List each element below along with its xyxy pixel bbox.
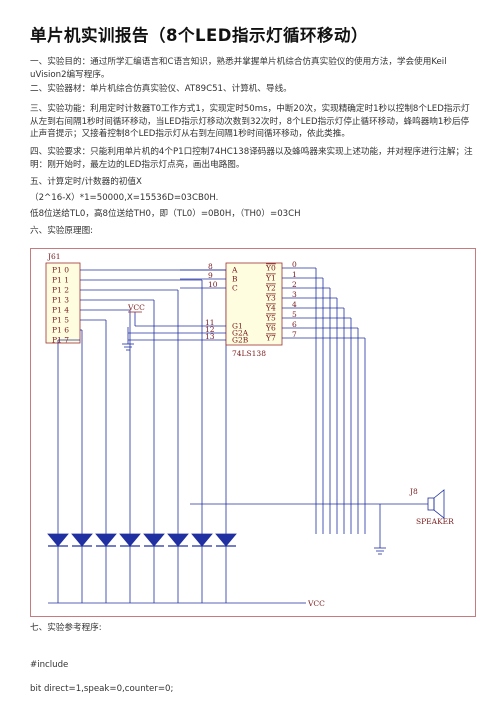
led-diode-icon [119, 533, 141, 603]
ic-output-pin-number: 5 [292, 310, 297, 319]
led-diode-icon [215, 533, 237, 603]
ic-output-label: Y5 [265, 314, 276, 323]
led-diode-icon [143, 533, 165, 603]
ic-output-pin-number: 0 [292, 260, 297, 269]
ic-output-label: Y1 [265, 274, 276, 283]
ic-enable-pin-number: 11 [205, 318, 215, 327]
ic-output-label: Y3 [265, 294, 276, 303]
ic-output-label: Y6 [265, 324, 276, 333]
ic-74ls138 [225, 262, 283, 346]
ic-output-label: Y0 [265, 264, 276, 273]
ic-enable-pin-number: 12 [205, 325, 215, 334]
section-requirements: 四、实验要求：只能利用单片机的4个P1口控制74HC138译码器以及蜂鸣器来实现… [30, 147, 473, 170]
section-purpose: 一、实验目的：通过所学汇编语言和C语言知识，熟悉并掌握单片机综合仿真实验仪的使用… [30, 57, 447, 80]
ic-input-label: A [231, 266, 238, 275]
page-title: 单片机实训报告（8个LED指示灯循环移动） [30, 26, 368, 45]
j61-connector [45, 262, 81, 344]
ic-output-pin-number: 6 [292, 320, 297, 329]
p1-pin-label: P1 0 [52, 266, 69, 275]
circuit-schematic: J61 P1 0P1 1P1 2P1 3P1 4P1 5P1 6P1 7 A 8B… [30, 248, 476, 617]
led-diode-icon [47, 533, 69, 603]
ic-name: 74LS138 [232, 349, 266, 358]
p1-pin-label: P1 2 [52, 286, 69, 295]
speaker-icon [427, 489, 445, 519]
ic-enable-label: G2B [232, 336, 249, 345]
p1-pin-label: P1 1 [52, 276, 69, 285]
ic-output-pin-number: 3 [292, 290, 297, 299]
section-program-title: 七、实验参考程序: [30, 623, 102, 633]
ic-output-label: Y7 [265, 334, 276, 343]
ic-enable-label: G2A [232, 329, 249, 338]
led-diode-icon [167, 533, 189, 603]
ic-output-pin-number: 1 [292, 270, 297, 279]
section-function: 三、实验功能：利用定时计数器T0工作方式1，实现定时50ms，中断20次，实现精… [30, 104, 470, 139]
speaker-label: SPEAKER [416, 517, 454, 526]
code-line-2: bit direct=1,speak=0,counter=0; [30, 684, 174, 694]
section-timer-formula: （2^16-X）*1=50000,X=15536D=03CB0H. [30, 193, 219, 203]
p1-pin-label: P1 5 [52, 316, 69, 325]
section-equipment: 二、实验器材：单片机综合仿真实验仪、AT89C51、计算机、导线。 [30, 84, 292, 94]
p1-pin-group: P1 0P1 1P1 2P1 3P1 4P1 5P1 6P1 7 [52, 266, 69, 345]
p1-pin-label: P1 3 [52, 296, 69, 305]
section-timer-values: 低8位送给TL0，高8位送给TH0，即（TL0）=0B0H，（TH0）=03CH [30, 209, 301, 219]
ic-output-pin-number: 7 [292, 330, 297, 339]
j61-label: J61 [47, 252, 61, 261]
led-diode-icon [95, 533, 117, 603]
vcc-top-label: VCC [127, 303, 145, 312]
section-timer-title: 五、计算定时/计数器的初值X [30, 177, 142, 187]
ic-enable-label: G1 [232, 322, 243, 331]
ic-output-label: Y2 [265, 284, 276, 293]
vcc-bottom-label: VCC [307, 599, 325, 608]
led-diode-icon [71, 533, 93, 603]
ic-output-pin-number: 2 [292, 280, 297, 289]
ic-input-pin-number: 9 [208, 271, 213, 280]
ic-enable-pin-number: 13 [205, 332, 215, 341]
ic-output-pin-number: 4 [292, 300, 297, 309]
section-schematic-title: 六、实验原理图: [30, 226, 94, 236]
p1-pin-label: P1 4 [52, 306, 69, 315]
ic-input-pin-number: 10 [208, 280, 218, 289]
p1-pin-label: P1 6 [52, 326, 69, 335]
led-diode-icon [191, 533, 213, 603]
code-line-1: #include [30, 660, 69, 670]
ic-input-label: B [232, 275, 238, 284]
ic-input-pin-number: 8 [208, 262, 213, 271]
ic-input-label: C [232, 284, 238, 293]
ic-output-label: Y4 [265, 304, 276, 313]
j8-label: J8 [409, 487, 418, 496]
